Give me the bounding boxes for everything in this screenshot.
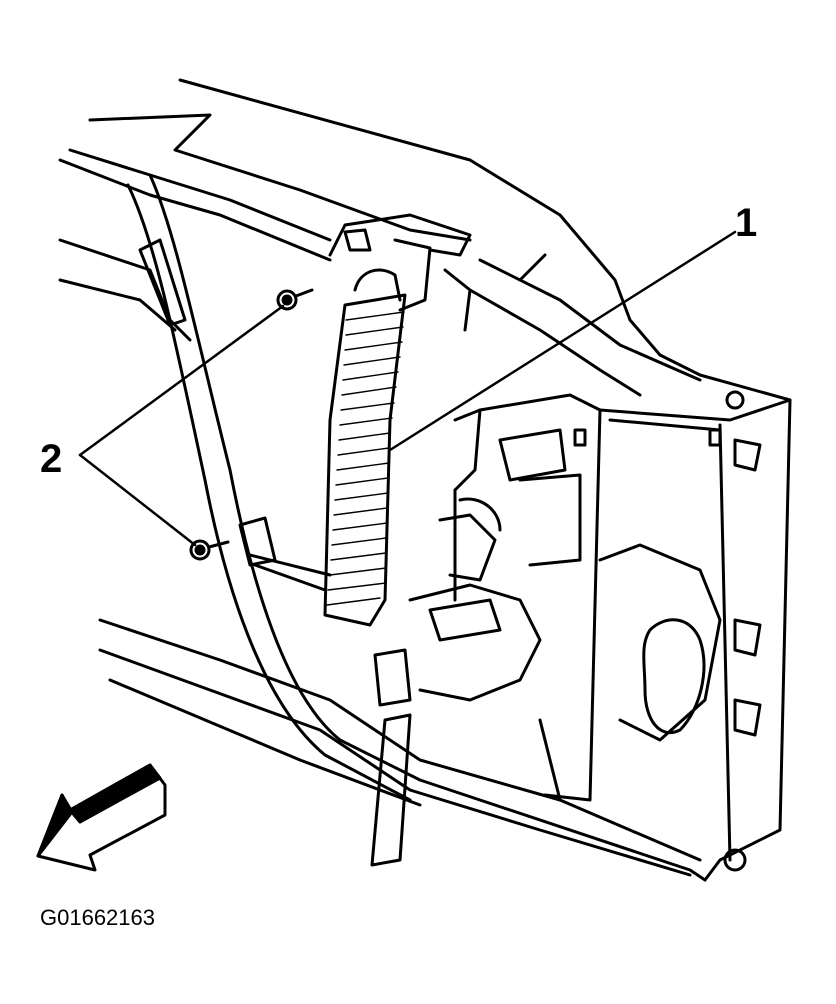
door-opening-frame — [58, 173, 422, 802]
retractor-assembly — [370, 497, 542, 867]
lower-bolt — [189, 539, 230, 561]
roof-panel — [58, 78, 792, 402]
callout-1: 1 — [735, 201, 757, 245]
lower-anchor-bracket — [238, 516, 332, 592]
rear-body-panel — [573, 390, 792, 882]
rocker-sill — [98, 618, 707, 882]
inner-pillar-panel — [453, 393, 602, 802]
upper-bolt — [276, 288, 314, 311]
seat-belt-webbing — [323, 268, 407, 627]
leader-line-1 — [388, 230, 737, 452]
callout-2: 2 — [40, 437, 62, 481]
front-direction-arrow-icon — [36, 763, 167, 872]
upper-anchor-bracket — [328, 213, 472, 332]
leader-line-2 — [78, 304, 285, 547]
figure-id: G01662163 — [40, 905, 155, 930]
